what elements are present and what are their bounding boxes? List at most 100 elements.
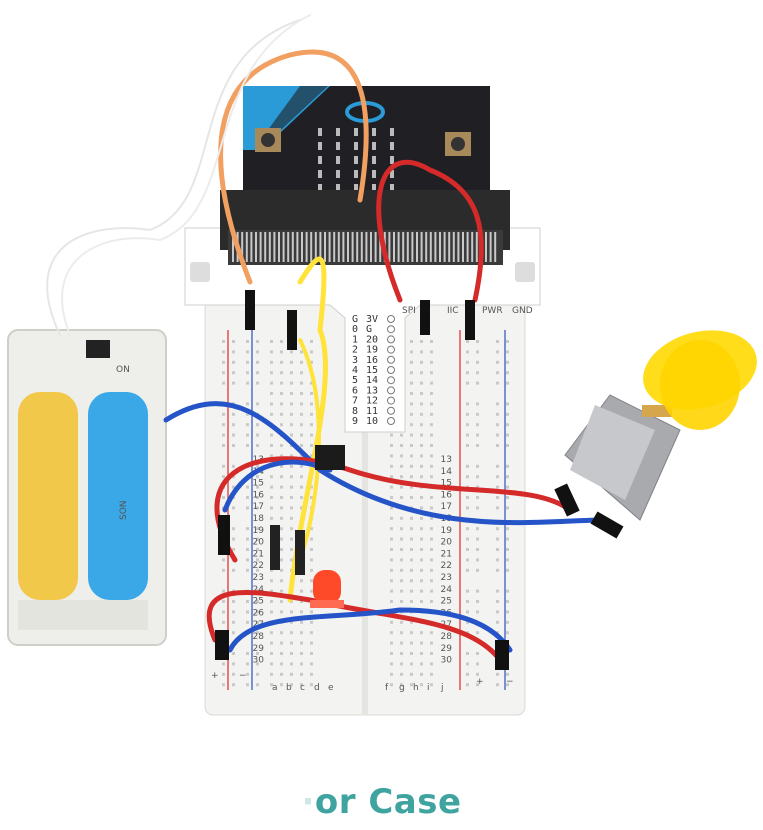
battery-box: ON SON [7, 329, 167, 646]
hole [400, 579, 403, 583]
hole [476, 558, 479, 562]
hole [466, 496, 469, 499]
hole [400, 444, 403, 447]
hole [466, 444, 469, 447]
hole [420, 683, 423, 687]
pin-label: 13 [366, 385, 378, 396]
hole [222, 496, 225, 499]
hole [232, 433, 235, 437]
hole [430, 475, 433, 479]
hole [476, 600, 479, 603]
pin-label: 0 [352, 324, 358, 335]
led-dot [354, 170, 358, 178]
hole [300, 444, 303, 447]
hole [270, 444, 273, 447]
hole [476, 475, 479, 479]
hole [506, 548, 509, 551]
hole [390, 683, 393, 687]
hole [280, 558, 283, 562]
hole [390, 537, 393, 541]
pin-label: 19 [366, 345, 378, 356]
pin-label: 20 [366, 334, 378, 345]
hole [290, 350, 293, 354]
hole [256, 485, 259, 489]
hole [256, 620, 259, 624]
hole [420, 340, 423, 343]
hole [270, 371, 273, 375]
pin-label: 3V [366, 314, 378, 325]
hole [476, 568, 479, 572]
hole [476, 340, 479, 343]
hole [420, 454, 423, 458]
hole [506, 568, 509, 572]
row-number: 14 [441, 467, 453, 477]
hole [506, 433, 509, 437]
hole [300, 402, 303, 406]
hole [476, 631, 479, 635]
hole [506, 683, 509, 687]
hole [420, 631, 423, 635]
hole [280, 548, 283, 551]
hole [390, 454, 393, 458]
hole [310, 579, 313, 583]
hole [232, 506, 235, 510]
hole [270, 402, 273, 406]
hole [310, 496, 313, 499]
hole [232, 340, 235, 343]
row-number: 13 [441, 455, 452, 465]
hole [476, 402, 479, 406]
hole [410, 402, 413, 406]
switch-label: ON [116, 365, 130, 375]
hole [410, 641, 413, 645]
hole [420, 392, 423, 395]
hole [466, 662, 469, 666]
led-matrix [318, 128, 394, 192]
led-dot [390, 156, 394, 164]
hole [466, 527, 469, 531]
hole [290, 423, 293, 427]
hole [496, 558, 499, 562]
pin-hole [387, 335, 395, 344]
hole [410, 548, 413, 551]
hole [420, 537, 423, 541]
hole [506, 672, 509, 676]
hole [420, 589, 423, 593]
hole [430, 506, 433, 510]
hole [390, 433, 393, 437]
hole [300, 662, 303, 666]
motor-assembly [564, 330, 757, 521]
hole [246, 620, 249, 624]
led-dot [372, 142, 376, 150]
hole [430, 652, 433, 655]
hole [290, 381, 293, 385]
hole [400, 568, 403, 572]
row-number: 17 [441, 502, 452, 512]
hole [400, 631, 403, 635]
hole [280, 464, 283, 468]
hole [496, 340, 499, 343]
hole [222, 381, 225, 385]
hole [222, 340, 225, 343]
hole [410, 516, 413, 520]
pin-label: 11 [366, 406, 378, 417]
hole [232, 444, 235, 447]
hole [256, 433, 259, 437]
hole [280, 340, 283, 343]
hole [390, 558, 393, 562]
pin-label: 16 [366, 355, 378, 366]
hole [310, 610, 313, 614]
hole [476, 548, 479, 551]
hole [410, 360, 413, 364]
hole [496, 423, 499, 427]
hole [310, 620, 313, 624]
hole [256, 423, 259, 427]
hole [420, 350, 423, 354]
hole [256, 662, 259, 666]
hole [270, 475, 273, 479]
hole [420, 568, 423, 572]
hole [430, 641, 433, 645]
hole [496, 506, 499, 510]
pin-hole [387, 366, 395, 374]
hole [256, 537, 259, 541]
